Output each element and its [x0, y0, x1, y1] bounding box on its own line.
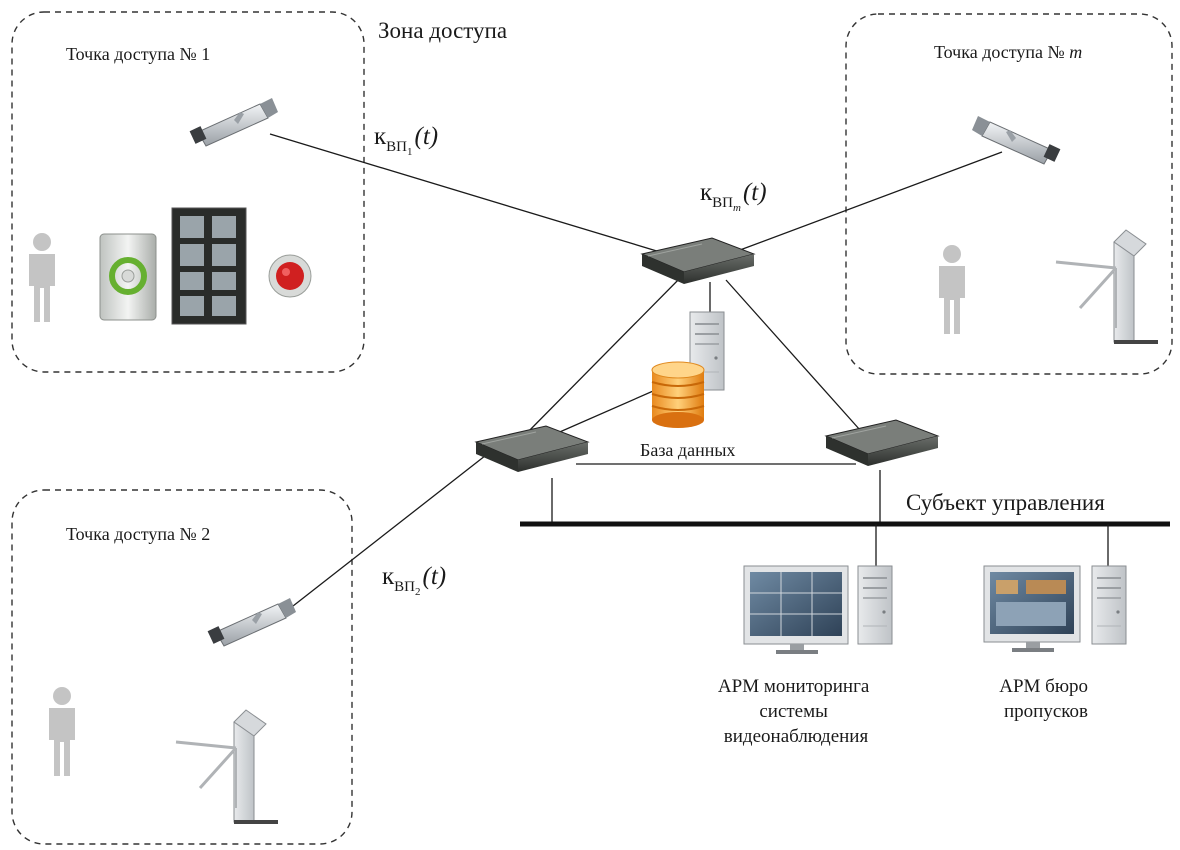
- monitoring-workstation-label: АРМ мониторинга системы видеонаблюдения: [718, 676, 874, 747]
- access-point-1-title: Точка доступа № 1: [66, 44, 210, 64]
- access-point-2-title: Точка доступа № 2: [66, 524, 210, 544]
- person-icon: [939, 245, 965, 334]
- door-icon: [171, 207, 247, 325]
- turnstile-icon: [1054, 228, 1160, 344]
- access-point-2-zone: [11, 489, 353, 845]
- database-label: База данных: [640, 440, 735, 460]
- link-camera-2: [269, 451, 491, 625]
- card-reader-icon: [99, 233, 157, 321]
- computer-tower-icon: [857, 565, 893, 645]
- person-icon: [29, 233, 55, 322]
- link-switch-top-left: [521, 271, 687, 439]
- network-switch-top: [641, 237, 755, 285]
- channel-label-2: кВП2(t): [382, 563, 446, 598]
- access-point-1-zone: [11, 11, 365, 373]
- camera-icon: [971, 115, 1061, 165]
- link-camera-1: [269, 133, 661, 253]
- network-switch-left: [475, 425, 589, 473]
- network-links: [269, 133, 1170, 625]
- person-icon: [49, 687, 75, 776]
- monitor-screen: [750, 572, 842, 636]
- database-icon: [651, 361, 705, 428]
- pass-office-workstation-label: АРМ бюро пропусков: [999, 676, 1093, 722]
- link-switch-top-right: [725, 279, 861, 431]
- link-switch-database: [545, 387, 661, 439]
- link-camera-m: [739, 151, 1003, 251]
- camera-icon: [207, 597, 297, 647]
- camera-icon: [189, 97, 279, 147]
- control-subject-label: Субъект управления: [906, 490, 1105, 515]
- zone-label: Зона доступа: [378, 18, 507, 43]
- monitoring-workstation: [743, 565, 893, 654]
- computer-tower-icon: [1091, 565, 1127, 645]
- network-switch-right: [825, 419, 939, 467]
- access-point-m-title: Точка доступа № m: [934, 42, 1082, 62]
- pass-office-workstation: [983, 565, 1127, 652]
- channel-label-1: кВП1(t): [374, 123, 438, 158]
- channel-label-m: кВПm(t): [700, 179, 767, 214]
- turnstile-icon: [174, 708, 280, 824]
- exit-button-icon: [268, 254, 312, 298]
